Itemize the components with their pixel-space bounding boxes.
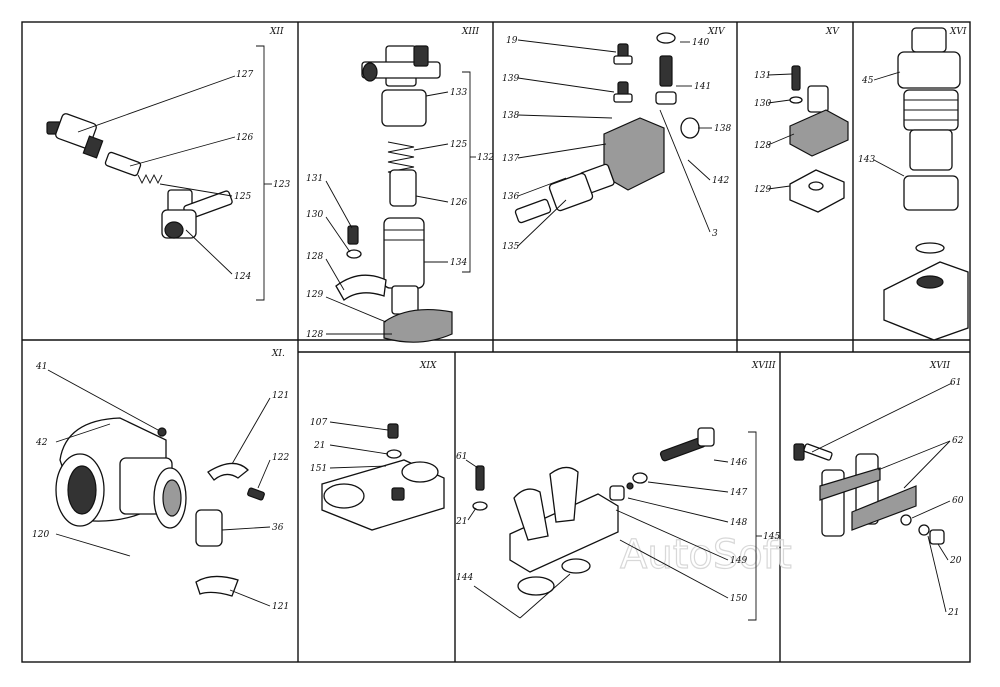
- valve-assembly-drawing: [335, 45, 453, 343]
- callout-144: 144: [456, 573, 473, 583]
- panel-title: XV: [825, 27, 840, 37]
- housing-xi-drawing: [55, 417, 265, 597]
- distributor-block-drawing: [514, 32, 700, 224]
- panel-xiv: XIV 19 140 139 141 138 138: [502, 27, 731, 252]
- callout-127: 127: [236, 70, 253, 80]
- callout-121: 121: [272, 602, 289, 612]
- panel-title: XII: [269, 27, 284, 37]
- bracket: [256, 45, 265, 301]
- callout-3: 3: [712, 229, 718, 239]
- callout-138: 138: [714, 124, 731, 134]
- panel-frame: [21, 21, 971, 663]
- callout-134: 134: [450, 258, 467, 268]
- callout-136: 136: [502, 192, 519, 202]
- panel-xix: XIX 107 21 151: [310, 361, 445, 531]
- callout-129: 129: [306, 290, 323, 300]
- callout-126: 126: [450, 198, 467, 208]
- callout-45: 45: [861, 76, 874, 86]
- callout-120: 120: [32, 530, 49, 540]
- panel-xi: XI. 41 121 42 122 36 120 121: [32, 349, 289, 612]
- panel-xvi: XVI 45 143: [858, 27, 969, 341]
- bracket-xvii-drawing: [793, 443, 945, 545]
- callout-141: 141: [694, 82, 711, 92]
- callout-135: 135: [502, 242, 519, 252]
- callout-124: 124: [234, 272, 251, 282]
- callout-128: 128: [754, 141, 771, 151]
- bracket: [462, 71, 471, 273]
- panel-xvii: XVII 61 62 60 20 21: [793, 361, 964, 618]
- callout-149: 149: [730, 556, 747, 566]
- callout-151: 151: [310, 464, 327, 474]
- callout-130: 130: [754, 99, 771, 109]
- manifold-xviii-drawing: [472, 427, 715, 596]
- callout-132: 132: [477, 153, 494, 163]
- callout-21: 21: [455, 517, 467, 527]
- callout-122: 122: [272, 453, 289, 463]
- callout-147: 147: [730, 488, 747, 498]
- callout-62: 62: [952, 436, 964, 446]
- callout-142: 142: [712, 176, 729, 186]
- panel-title: XIX: [419, 361, 437, 371]
- callout-140: 140: [692, 38, 709, 48]
- union-assembly-drawing: [883, 27, 969, 341]
- clamp-xix-drawing: [321, 423, 445, 531]
- callout-129: 129: [754, 185, 771, 195]
- callout-138: 138: [502, 111, 519, 121]
- callout-125: 125: [450, 140, 467, 150]
- panel-xviii: XVIII 61 146 147 21 148 145: [455, 361, 780, 621]
- tee-124-drawing: [161, 189, 233, 239]
- panel-title: XI.: [271, 349, 285, 359]
- bracket: [748, 431, 757, 621]
- callout-145: 145: [763, 532, 780, 542]
- callout-36: 36: [272, 523, 284, 533]
- callout-41: 41: [35, 362, 47, 372]
- callout-146: 146: [730, 458, 747, 468]
- callout-128: 128: [306, 252, 323, 262]
- callout-150: 150: [730, 594, 747, 604]
- callout-125: 125: [234, 192, 251, 202]
- callout-131: 131: [754, 71, 771, 81]
- panel-title: XIII: [461, 27, 480, 37]
- piston-126-drawing: [104, 151, 142, 177]
- panel-title: XIV: [707, 27, 726, 37]
- callout-143: 143: [858, 155, 875, 165]
- callout-133: 133: [450, 88, 467, 98]
- callout-61: 61: [456, 452, 467, 462]
- clamp-xv-drawing: [789, 65, 849, 213]
- callout-139: 139: [502, 74, 519, 84]
- callout-131: 131: [306, 174, 323, 184]
- callout-137: 137: [502, 154, 519, 164]
- callout-128: 128: [306, 330, 323, 340]
- panel-xii: XII 127 126 125 123: [46, 27, 290, 301]
- callout-123: 123: [273, 180, 290, 190]
- callout-130: 130: [306, 210, 323, 220]
- callout-19: 19: [506, 36, 518, 46]
- spring-125-drawing: [137, 173, 163, 185]
- callout-107: 107: [310, 418, 327, 428]
- callout-42: 42: [35, 438, 48, 448]
- callout-20: 20: [949, 556, 962, 566]
- callout-148: 148: [730, 518, 747, 528]
- panel-xv: XV 131 130 128 129: [754, 27, 849, 213]
- panel-xiii: XIII 133 125 132: [306, 27, 494, 343]
- callout-60: 60: [952, 496, 964, 506]
- callout-61: 61: [950, 378, 961, 388]
- callout-126: 126: [236, 133, 253, 143]
- panel-title: XVIII: [751, 361, 776, 371]
- callout-21: 21: [947, 608, 959, 618]
- panel-title: XVII: [929, 361, 950, 371]
- callout-121: 121: [272, 391, 289, 401]
- callout-21: 21: [313, 441, 325, 451]
- fitting-127-drawing: [46, 113, 104, 159]
- panel-title: XVI: [949, 27, 967, 37]
